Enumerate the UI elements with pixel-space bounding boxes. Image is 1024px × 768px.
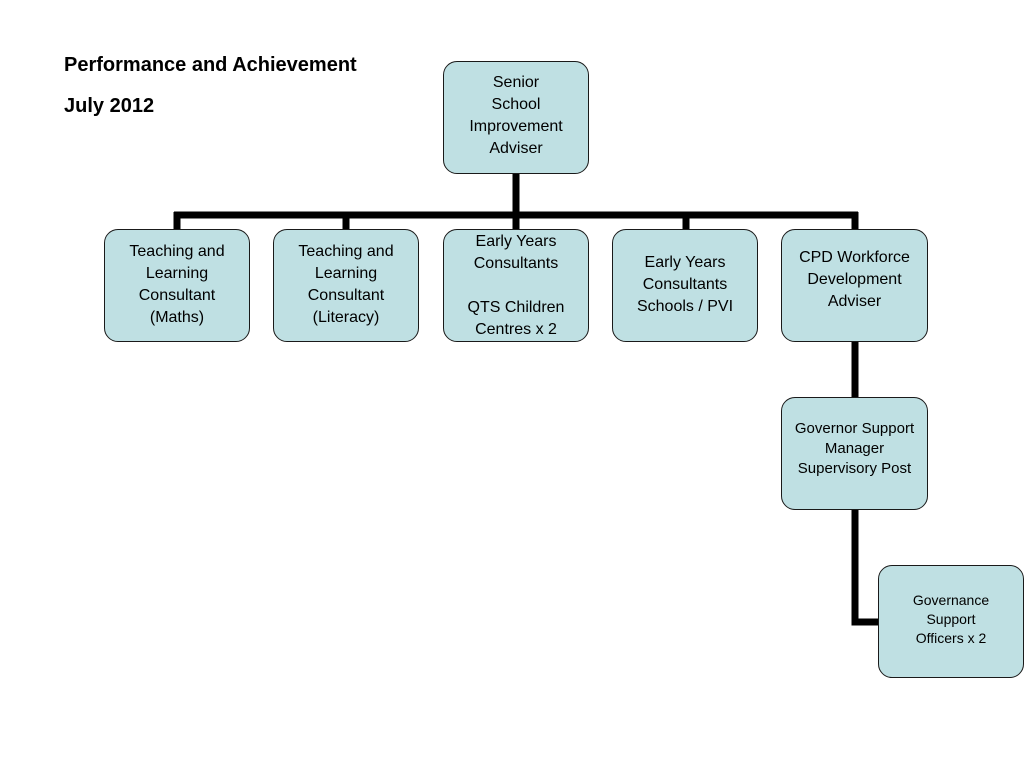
node-line: (Maths)	[149, 308, 205, 326]
node-teaching-learning-literacy: Teaching and Learning Consultant (Litera…	[273, 229, 419, 342]
node-line: Officers x 2	[915, 630, 987, 646]
node-line: Consultants	[642, 275, 728, 293]
node-line: Support	[926, 611, 976, 627]
node-early-years-qts: Early Years Consultants QTS Children Cen…	[443, 229, 589, 342]
node-governance-support-officers: Governance Support Officers x 2	[878, 565, 1024, 678]
node-teaching-learning-maths: Teaching and Learning Consultant (Maths)	[104, 229, 250, 342]
node-line: Governor Support	[794, 419, 915, 437]
node-line: Adviser	[827, 292, 882, 310]
chart-title: Performance and Achievement	[64, 54, 357, 76]
node-line: Early Years	[475, 232, 557, 250]
node-governor-support-manager: Governor Support Manager Supervisory Pos…	[781, 397, 928, 510]
node-early-years-schools: Early Years Consultants Schools / PVI	[612, 229, 758, 342]
node-line: (Literacy)	[312, 308, 380, 326]
node-line: Governance	[912, 592, 990, 608]
node-line: Senior	[492, 73, 540, 91]
node-line: Manager	[824, 439, 885, 457]
node-line: Learning	[145, 264, 209, 282]
node-line: Schools / PVI	[636, 297, 734, 315]
node-line: School	[491, 95, 541, 113]
node-line: Teaching and	[129, 242, 225, 260]
node-line: Early Years	[644, 253, 726, 271]
node-line: Development	[807, 270, 902, 288]
node-line: Centres x 2	[475, 320, 557, 338]
node-senior-school-improvement-adviser: Senior School Improvement Adviser	[443, 61, 589, 174]
node-line: QTS Children	[467, 298, 565, 316]
node-line: Consultants	[473, 254, 559, 272]
node-line: Consultant	[138, 286, 216, 304]
node-line: CPD Workforce	[799, 248, 910, 266]
node-line: Supervisory Post	[797, 459, 912, 477]
node-line: Teaching and	[298, 242, 394, 260]
node-line: Adviser	[489, 139, 543, 157]
connector-governor-governance	[851, 509, 880, 626]
chart-date: July 2012	[64, 95, 155, 117]
node-line: Learning	[314, 264, 378, 282]
node-line: Consultant	[307, 286, 385, 304]
node-cpd-workforce-development: CPD Workforce Development Adviser	[781, 229, 928, 342]
node-line: Improvement	[469, 117, 563, 135]
